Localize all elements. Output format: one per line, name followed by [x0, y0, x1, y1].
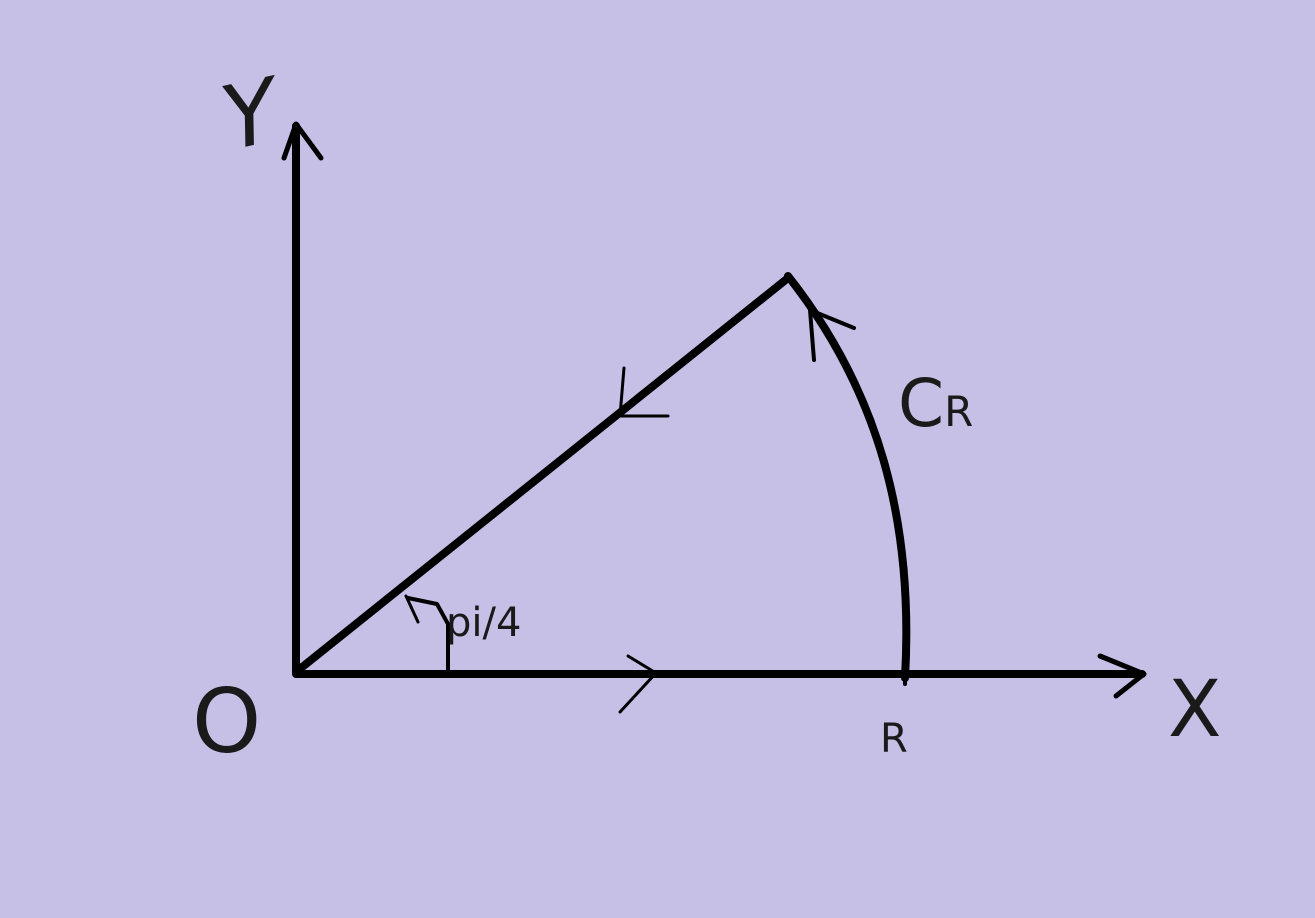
arc-direction-arrow [808, 308, 856, 362]
x-axis-direction-arrow [618, 654, 658, 714]
y-axis [281, 121, 324, 676]
y-axis-label: Y [213, 57, 293, 170]
arc-contour [784, 272, 911, 682]
ray-direction-arrow [618, 366, 670, 418]
x-axis-arrowhead [1097, 653, 1147, 699]
ray-segment [292, 274, 792, 676]
angle-marker [404, 594, 450, 672]
contour-label: CR [898, 365, 973, 442]
contour-label-main: C [898, 365, 944, 442]
angle-label: pi/4 [446, 600, 521, 646]
x-axis [292, 653, 1147, 699]
radius-label: R [880, 716, 908, 762]
x-axis-label: X [1168, 665, 1221, 755]
y-axis-arrowhead [281, 121, 324, 161]
contour-label-subscript: R [944, 387, 973, 436]
origin-label: O [192, 670, 261, 773]
